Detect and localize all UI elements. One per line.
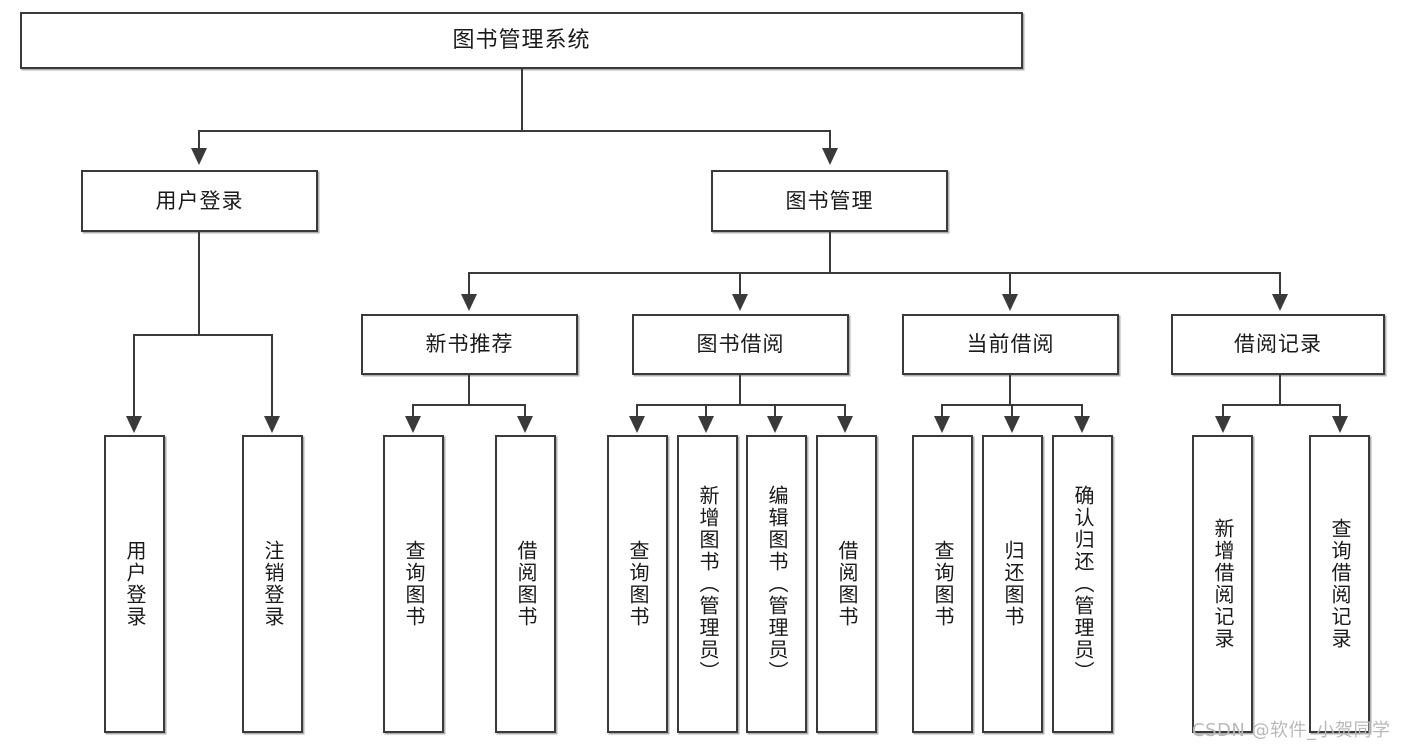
edge-drop-current-borrow [1009, 272, 1011, 296]
edge-book-mgmt-stem [829, 232, 831, 274]
node-label: 注销登录 [261, 540, 285, 628]
node-label: 借阅记录 [1234, 332, 1322, 357]
edge-user-login-stem [198, 232, 200, 335]
edge-drop-leaf-borrow-book-b [844, 404, 846, 418]
node-user-login[interactable]: 用户登录 [81, 170, 318, 232]
node-label: 借阅图书 [835, 540, 859, 628]
edge-drop-leaf-user-login [133, 334, 135, 418]
arrow-to-leaf-edit-book [767, 416, 783, 433]
edge-root-drop-user-login [198, 130, 200, 150]
edge-drop-leaf-logout [271, 334, 273, 418]
edge-drop-leaf-confirm-return [1081, 404, 1083, 418]
arrow-to-leaf-user-login [126, 416, 142, 433]
node-book-management[interactable]: 图书管理 [711, 170, 948, 232]
edge-borrow-record-stem [1279, 375, 1281, 406]
edge-root-stem [521, 69, 523, 131]
arrow-to-leaf-logout [264, 416, 280, 433]
node-leaf-query-book-b[interactable]: 查询图书 [607, 435, 668, 733]
edge-drop-leaf-query-book-c [941, 404, 943, 418]
node-label: 新增借阅记录 [1211, 518, 1235, 650]
node-label: 借阅图书 [514, 540, 538, 628]
node-leaf-query-borrow-record[interactable]: 查询借阅记录 [1309, 435, 1370, 733]
node-leaf-borrow-book-a[interactable]: 借阅图书 [495, 435, 556, 733]
edge-book-mgmt-bus [468, 272, 1280, 274]
arrow-to-leaf-borrow-book-b [837, 416, 853, 433]
node-leaf-logout[interactable]: 注销登录 [242, 435, 303, 733]
node-leaf-confirm-return[interactable]: 确认归还（管理员） [1052, 435, 1113, 733]
edge-book-borrow-bus [636, 404, 844, 406]
edge-drop-book-borrow [739, 272, 741, 296]
arrow-to-leaf-query-book-b [629, 416, 645, 433]
edge-user-login-bus [133, 334, 271, 336]
node-leaf-edit-book[interactable]: 编辑图书（管理员） [746, 435, 807, 733]
node-root-system[interactable]: 图书管理系统 [20, 12, 1023, 69]
edge-new-book-rec-bus [412, 404, 524, 406]
node-leaf-add-book[interactable]: 新增图书（管理员） [677, 435, 738, 733]
arrow-to-book-mgmt [822, 148, 838, 165]
edge-drop-leaf-borrow-book-a [524, 404, 526, 418]
edge-drop-leaf-query-record [1339, 404, 1341, 418]
arrow-to-leaf-add-record [1215, 416, 1231, 433]
arrow-to-leaf-query-book-c [934, 416, 950, 433]
edge-book-borrow-stem [739, 375, 741, 406]
node-label: 归还图书 [1001, 540, 1025, 628]
node-label: 查询图书 [402, 540, 426, 628]
edge-new-book-rec-stem [468, 375, 470, 406]
arrow-to-borrow-record [1272, 294, 1288, 311]
arrow-to-leaf-borrow-book-a [517, 416, 533, 433]
arrow-to-user-login [191, 148, 207, 165]
node-borrow-record[interactable]: 借阅记录 [1171, 314, 1385, 375]
node-leaf-query-book-c[interactable]: 查询图书 [912, 435, 973, 733]
node-label: 查询图书 [626, 540, 650, 628]
arrow-to-leaf-add-book [698, 416, 714, 433]
arrow-to-leaf-query-record [1332, 416, 1348, 433]
edge-root-bus [198, 130, 830, 132]
node-label: 图书借阅 [696, 332, 785, 357]
edge-drop-leaf-add-record [1222, 404, 1224, 418]
arrow-to-new-book-rec [461, 294, 477, 311]
node-leaf-borrow-book-b[interactable]: 借阅图书 [816, 435, 877, 733]
node-label: 查询图书 [931, 540, 955, 628]
node-leaf-add-borrow-record[interactable]: 新增借阅记录 [1192, 435, 1253, 733]
arrow-to-current-borrow [1002, 294, 1018, 311]
csdn-watermark: CSDN @软件_小贺同学 [1192, 720, 1391, 741]
edge-root-drop-book-mgmt [829, 130, 831, 150]
edge-drop-borrow-record [1279, 272, 1281, 296]
arrow-to-leaf-query-book-a [405, 416, 421, 433]
edge-current-borrow-stem [1009, 375, 1011, 406]
edge-borrow-record-bus [1222, 404, 1339, 406]
edge-drop-leaf-return-book [1011, 404, 1013, 418]
arrow-to-leaf-confirm-return [1074, 416, 1090, 433]
node-leaf-return-book[interactable]: 归还图书 [982, 435, 1043, 733]
edge-drop-leaf-add-book [705, 404, 707, 418]
edge-drop-leaf-query-book-b [636, 404, 638, 418]
node-label: 查询借阅记录 [1328, 518, 1352, 650]
arrow-to-book-borrow [732, 294, 748, 311]
node-label: 用户登录 [123, 540, 147, 628]
edge-drop-new-book-rec [468, 272, 470, 296]
arrow-to-leaf-return-book [1004, 416, 1020, 433]
node-label: 用户登录 [155, 188, 244, 213]
node-leaf-query-book-a[interactable]: 查询图书 [383, 435, 444, 733]
node-label: 图书管理 [785, 188, 874, 213]
node-new-book-recommendation[interactable]: 新书推荐 [361, 314, 578, 375]
edge-drop-leaf-edit-book [774, 404, 776, 418]
node-current-borrow[interactable]: 当前借阅 [902, 314, 1119, 375]
node-label: 编辑图书（管理员） [765, 485, 789, 683]
edge-drop-leaf-query-book-a [412, 404, 414, 418]
node-book-borrow[interactable]: 图书借阅 [632, 314, 849, 375]
node-label: 新增图书（管理员） [696, 485, 720, 683]
node-label: 新书推荐 [425, 332, 514, 357]
node-label: 确认归还（管理员） [1071, 485, 1095, 683]
node-label: 当前借阅 [966, 332, 1055, 357]
node-leaf-user-login[interactable]: 用户登录 [104, 435, 165, 733]
node-label: 图书管理系统 [452, 27, 591, 53]
